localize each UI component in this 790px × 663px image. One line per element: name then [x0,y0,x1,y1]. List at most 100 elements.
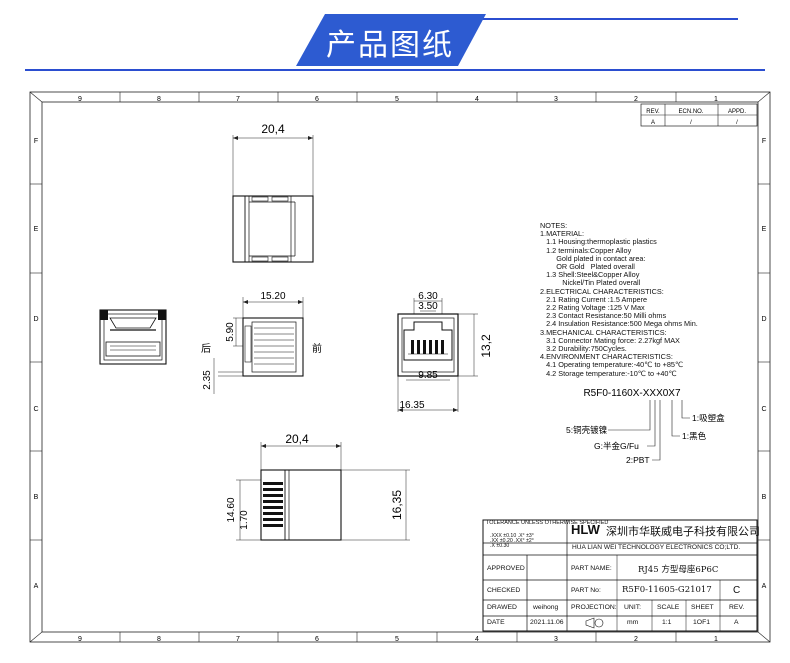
grid-row-label: D [761,316,766,323]
part-code-breakdown: R5F0-1160X-XXX0X7 1:吸塑盒 1:黑色 2:PBT G:半金G… [566,388,725,465]
date-label: DATE [487,619,505,626]
grid-column-label: 1 [714,636,718,643]
back-label: 后 [201,343,211,355]
callout-color: 1:黑色 [682,431,707,441]
part-name-value: RJ45 方型母座6P6C [638,565,719,575]
grid-column-label: 4 [475,96,479,103]
company-name-cn: 深圳市华联威电子科技有限公司 [606,525,760,538]
part-no-label: PART No: [571,587,601,594]
solder-pin [263,488,283,491]
rev-value: A [734,619,739,626]
grid-row-label: B [34,494,39,501]
notes-block: NOTES:1.MATERIAL: 1.1 Housing:thermoplas… [540,221,698,378]
bottom-view: 20,4 16,35 14.60 1.70 [226,432,410,541]
grid-row-label: A [762,583,767,590]
grid-row-label: E [34,226,39,233]
contact-pin [441,340,444,354]
tolerance-row-1: .XXX ±0.10 .X° ±3° [490,533,534,539]
dim-front-top-inner: 3.50 [418,301,438,312]
side-view: 15.20 5.90 后 前 2.35 [201,291,322,394]
solder-pin [263,494,283,497]
grid-row-label: B [762,494,767,501]
note-line: 3.2 Durability:750Cycles. [540,344,627,354]
note-line: 2.1 Rating Current :1.5 Ampere [540,294,648,304]
page-title: 产品图纸 [326,28,454,63]
grid-column-label: 2 [634,636,638,643]
solder-pin [263,518,283,521]
contact-pin [417,340,420,354]
grid-column-label: 1 [714,96,718,103]
dim-top-width: 20,4 [261,122,285,136]
part-no-value: R5F0-11605-G21017 [622,585,712,595]
contact-pin [423,340,426,354]
dim-front-height: 13,2 [479,334,493,358]
callout-shell: 5:铜壳镀镍 [566,425,608,435]
solder-pin [263,524,283,527]
note-line: 2.3 Contact Resistance:50 Milli ohms [540,311,667,321]
grid-row-label: E [762,226,767,233]
grid-column-label: 9 [78,636,82,643]
header-title-backdrop [296,14,486,66]
note-line: OR Gold Plated overall [540,262,635,272]
note-line: 2.4 Insulation Resistance:500 Mega ohms … [540,319,698,329]
appd-header: APPD. [728,109,746,115]
grid-column-label: 8 [157,636,161,643]
part-name-label: PART NAME: [571,565,612,572]
grid-column-label: 4 [475,636,479,643]
solder-pin [263,500,283,503]
grid-row-label: C [761,406,766,413]
end-view [99,309,167,365]
front-label: 前 [312,342,322,355]
dim-side-offset: 2.35 [202,370,213,390]
part-code: R5F0-1160X-XXX0X7 [583,388,681,399]
sheet-value: 1OF1 [693,619,710,626]
grid-column-label: 8 [157,96,161,103]
header-banner [25,14,765,71]
checked-label: CHECKED [487,587,521,594]
solder-pin [263,506,283,509]
ecn-value: / [690,120,692,126]
dim-side-width: 15.20 [260,291,285,302]
part-no-rev: C [733,585,741,596]
grid-column-label: 6 [315,636,319,643]
dim-bottom-h2: 1.70 [239,510,250,530]
grid-column-label: 5 [395,636,399,643]
ecn-header: ECN.NO. [678,109,703,115]
grid-row-label: A [34,583,39,590]
grid-column-label: 6 [315,96,319,103]
note-line: Nickel/Tin Plated overall [540,278,641,288]
scale-label: SCALE [657,604,680,611]
contact-pin [435,340,438,354]
top-view: 20,4 [232,122,314,263]
company-name-en: HUA LIAN WEI TECHNOLOGY ELECTRONICS CO;L… [572,544,741,551]
note-line: 1.2 terminals:Copper Alloy [540,245,632,255]
scale-value: 1:1 [662,619,672,626]
rev-value: A [651,120,655,126]
note-line: 4.ENVIRONMENT CHARACTERISTICS: [540,352,673,362]
solder-pin [263,482,283,485]
note-line: NOTES: [540,221,568,230]
note-line: 2.ELECTRICAL CHARACTERISTICS: [540,286,664,296]
title-block [482,519,758,632]
unit-label: UNIT: [624,604,641,611]
dim-front-top-outer: 6.30 [418,291,438,302]
appd-value: / [736,120,738,126]
projection-label: PROJECTION: [571,604,617,611]
tolerance-row-3: .X ±0.30 [490,543,510,549]
note-line: 3.1 Connector Mating force: 2.27kgf MAX [540,335,680,345]
grid-column-label: 3 [554,636,558,643]
grid-column-label: 2 [634,96,638,103]
grid-row-label: C [33,406,38,413]
dim-side-height: 5.90 [225,322,236,342]
projection-icon [594,618,604,628]
dim-bottom-width: 20,4 [285,432,309,446]
grid-row-label: D [33,316,38,323]
dim-front-width: 16.35 [399,400,424,411]
callout-package: 1:吸塑盒 [692,413,725,423]
contact-pin [429,340,432,354]
note-line: 1.MATERIAL: [540,229,585,239]
solder-pin [263,512,283,515]
note-line: 4.1 Operating temperature:-40℃ to +85℃ [540,360,684,370]
tolerance-row-2: .XX ±0.20 .XX° ±2° [490,538,534,544]
